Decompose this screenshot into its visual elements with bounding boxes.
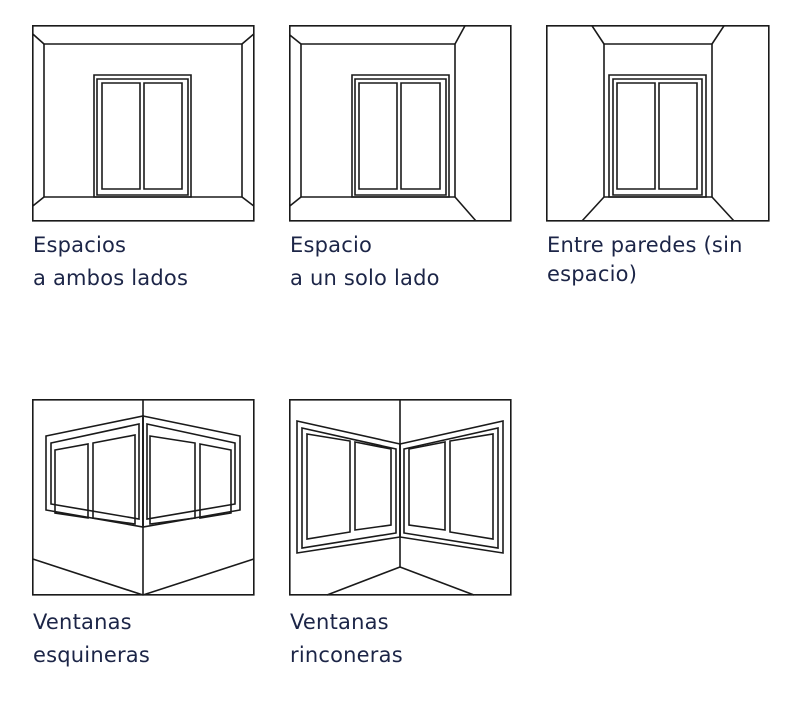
caption-line-2: a un solo lado (290, 266, 440, 290)
caption: Espacio a un solo lado (290, 229, 440, 295)
caption-line-1: Ventanas (33, 610, 132, 634)
option-espacios-ambos-lados: Espacios a ambos lados (32, 25, 255, 290)
caption-line-2: espacio) (547, 262, 638, 286)
caption-line-2: rinconeras (290, 643, 403, 667)
caption: Ventanas rinconeras (290, 606, 403, 672)
corner-window-outside-illustration (32, 399, 255, 597)
window-between-walls-illustration (546, 25, 771, 223)
caption-line-2: esquineras (33, 643, 151, 667)
caption-line-1: Espacio (290, 233, 373, 257)
corner-window-inside-illustration (289, 399, 512, 597)
caption-line-1: Ventanas (290, 610, 389, 634)
option-espacio-un-solo-lado: Espacio a un solo lado (289, 25, 512, 290)
option-entre-paredes: Entre paredes (sin espacio) (546, 25, 771, 287)
caption-line-2: a ambos lados (33, 266, 189, 290)
option-ventanas-rinconeras: Ventanas rinconeras (289, 399, 512, 674)
window-both-sides-space-illustration (32, 25, 255, 223)
caption-line-1: Entre paredes (sin (547, 233, 743, 257)
caption: Entre paredes (sin espacio) (547, 229, 743, 291)
window-one-side-space-illustration (289, 25, 512, 223)
caption: Ventanas esquineras (33, 606, 150, 672)
caption: Espacios a ambos lados (33, 229, 188, 295)
caption-line-1: Espacios (33, 233, 127, 257)
option-ventanas-esquineras: Ventanas esquineras (32, 399, 255, 674)
